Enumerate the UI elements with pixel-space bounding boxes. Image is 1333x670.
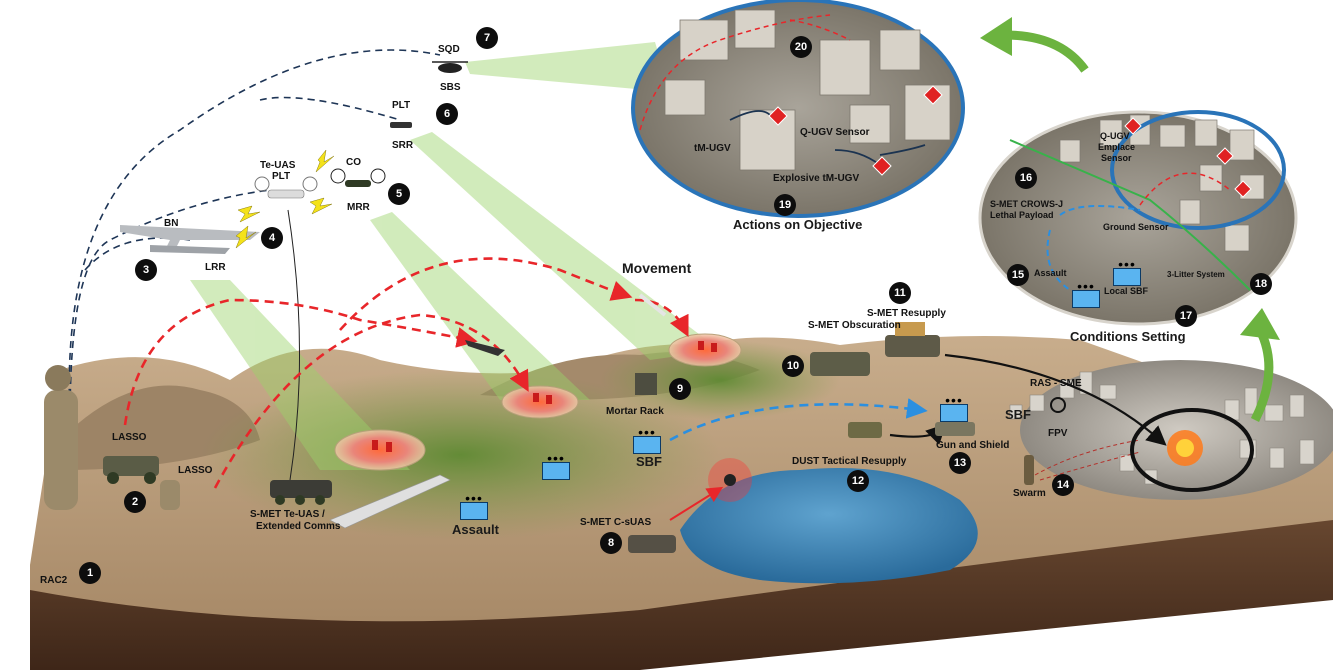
cycle-arrow-back-head	[980, 17, 1012, 56]
label-lasso-a: LASSO	[112, 432, 147, 443]
sbf-route	[669, 398, 928, 442]
badge-8: 8	[600, 532, 622, 554]
label-smet-te-uas: S-MET Te-UAS /	[250, 509, 325, 520]
label-extended-comms: Extended Comms	[256, 521, 341, 532]
conditions-setting-title: Conditions Setting	[1070, 329, 1186, 344]
label-gun-shield: Gun and Shield	[936, 440, 1010, 451]
badge-19: 19	[774, 194, 796, 216]
label-assault: Assault	[452, 522, 499, 537]
platforms	[44, 61, 1066, 553]
badge-13: 13	[949, 452, 971, 474]
badge-5: 5	[388, 183, 410, 205]
lake	[680, 468, 978, 584]
unit-symbol-local-sbf: •••	[1113, 257, 1141, 286]
unit-symbol-assault: •••	[460, 491, 488, 520]
label-smet-obscuration: S-MET Obscuration	[808, 320, 901, 331]
movement-routes	[123, 257, 689, 489]
label-mrr: MRR	[347, 202, 370, 213]
label-te-plt: PLT	[272, 171, 291, 182]
badge-20: 20	[790, 36, 812, 58]
label-q-ugv-emplace-2: Emplace	[1098, 142, 1136, 152]
label-smet-resupply: S-MET Resupply	[867, 308, 946, 319]
label-smet-cuas: S-MET C-sUAS	[580, 517, 652, 528]
actions-on-objective-title: Actions on Objective	[733, 217, 863, 232]
badge-7: 7	[476, 27, 498, 49]
label-sbs: SBS	[440, 82, 461, 93]
badge-9: 9	[669, 378, 691, 400]
label-ras-sme: RAS - SME	[1030, 378, 1082, 389]
badge-10: 10	[782, 355, 804, 377]
label-te-uas: Te-UAS	[260, 160, 296, 171]
badge-3: 3	[135, 259, 157, 281]
cycle-arrow-up	[1250, 327, 1274, 423]
label-local-sbf: Local SBF	[1104, 286, 1149, 296]
badge-12: 12	[847, 470, 869, 492]
label-srr: SRR	[392, 140, 414, 151]
label-rac2: RAC2	[40, 575, 68, 586]
cycle-arrow-up-head	[1240, 308, 1280, 340]
label-swarm: Swarm	[1013, 488, 1046, 499]
objective-targets	[334, 333, 742, 471]
badge-16: 16	[1015, 167, 1037, 189]
label-cs-assault: Assault	[1034, 268, 1067, 278]
label-q-ugv-sensor: Q-UGV Sensor	[800, 127, 870, 138]
label-bn: BN	[164, 218, 179, 229]
badge-4: 4	[261, 227, 283, 249]
unit-symbol-sbf-veg: •••	[542, 451, 570, 480]
label-litter: 3-Litter System	[1167, 270, 1225, 279]
label-co: CO	[346, 157, 361, 168]
label-crows-2: Lethal Payload	[990, 210, 1054, 220]
label-lrr: LRR	[205, 262, 226, 273]
badge-6: 6	[436, 103, 458, 125]
label-q-ugv-emplace-3: Sensor	[1101, 153, 1132, 163]
vegetation-area-2	[600, 340, 840, 420]
cycle-arrow-back	[1004, 30, 1089, 73]
label-plt: PLT	[392, 100, 411, 111]
badge-18: 18	[1250, 273, 1272, 295]
unit-symbol-sbf: •••	[633, 425, 661, 454]
badge-1: 1	[79, 562, 101, 584]
label-fpv: FPV	[1048, 428, 1068, 439]
tether-line	[287, 209, 301, 481]
badge-14: 14	[1052, 474, 1074, 496]
label-ground-sensor: Ground Sensor	[1103, 222, 1169, 232]
label-dust-resupply: DUST Tactical Resupply	[792, 456, 907, 467]
label-sbf: SBF	[636, 454, 662, 469]
target-markers	[372, 341, 717, 452]
badge-15: 15	[1007, 264, 1029, 286]
label-crows-1: S-MET CROWS-J	[990, 199, 1063, 209]
label-sqd: SQD	[438, 44, 460, 55]
label-sbf-right: SBF	[1005, 407, 1031, 422]
label-explosive-tm-ugv: Explosive tM-UGV	[773, 173, 860, 184]
label-q-ugv-emplace-1: Q-UGV	[1100, 131, 1130, 141]
runway	[329, 474, 451, 529]
unit-symbol-cs-assault: •••	[1072, 279, 1100, 308]
actions-inset	[631, 0, 965, 218]
label-lasso-b: LASSO	[178, 465, 213, 476]
cuas-engagement	[669, 486, 724, 521]
label-tm-ugv: tM-UGV	[694, 143, 731, 154]
movement-title: Movement	[622, 260, 692, 276]
conditions-inset	[978, 110, 1298, 326]
lightning-icon	[235, 149, 335, 249]
label-mortar-rack: Mortar Rack	[606, 406, 664, 417]
badge-11: 11	[889, 282, 911, 304]
vegetation-area	[200, 370, 720, 540]
badge-17: 17	[1175, 305, 1197, 327]
unit-symbol-sbf-right: •••	[940, 393, 968, 422]
badge-2: 2	[124, 491, 146, 513]
objective-ring	[1130, 408, 1254, 492]
swarm-paths	[1034, 439, 1141, 481]
uav-fixed-wing-icon	[120, 225, 260, 250]
